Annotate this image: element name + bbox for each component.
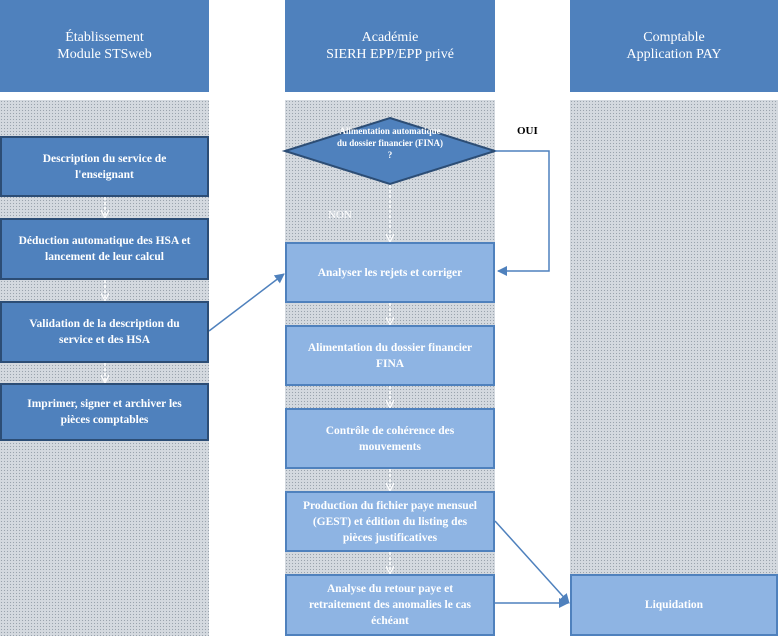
step-controle-coherence: Contrôle de cohérence des mouvements	[285, 408, 495, 469]
flow-arrow-oui	[495, 150, 550, 276]
step-analyse-retour: Analyse du retour paye et retraitement d…	[285, 574, 495, 636]
non-label: NON	[328, 209, 352, 221]
decision-diamond	[281, 116, 499, 186]
step-production-fichier: Production du fichier paye mensuel (GEST…	[285, 491, 495, 552]
lane-header-etablissement: Établissement Module STSweb	[0, 0, 209, 92]
lane-subtitle: Application PAY	[626, 47, 722, 62]
flow-arrow-cross-lane	[208, 273, 285, 332]
flow-arrow-cross-lane	[494, 520, 570, 604]
lane-header-comptable: Comptable Application PAY	[570, 0, 778, 92]
step-validation: Validation de la description du service …	[0, 301, 209, 363]
step-analyser-rejets: Analyser les rejets et corriger	[285, 242, 495, 303]
step-liquidation: Liquidation	[570, 574, 778, 636]
lane-title: Établissement	[65, 30, 144, 45]
lane-subtitle: SIERH EPP/EPP privé	[326, 47, 454, 62]
lane-title: Comptable	[643, 30, 705, 45]
lane-background-comptable	[570, 100, 778, 636]
lane-title: Académie	[361, 30, 419, 45]
oui-label: OUI	[517, 125, 538, 137]
lane-header-academie: Académie SIERH EPP/EPP privé	[285, 0, 495, 92]
step-deduction-hsa: Déduction automatique des HSA et lanceme…	[0, 218, 209, 280]
step-description-service: Description du service de l'enseignant	[0, 136, 209, 197]
step-imprimer-archiver: Imprimer, signer et archiver les pièces …	[0, 383, 209, 441]
decision-label: Alimentation automatique du dossier fina…	[337, 126, 443, 160]
step-alimentation-fina: Alimentation du dossier financier FINA	[285, 325, 495, 386]
lane-subtitle: Module STSweb	[57, 47, 152, 62]
